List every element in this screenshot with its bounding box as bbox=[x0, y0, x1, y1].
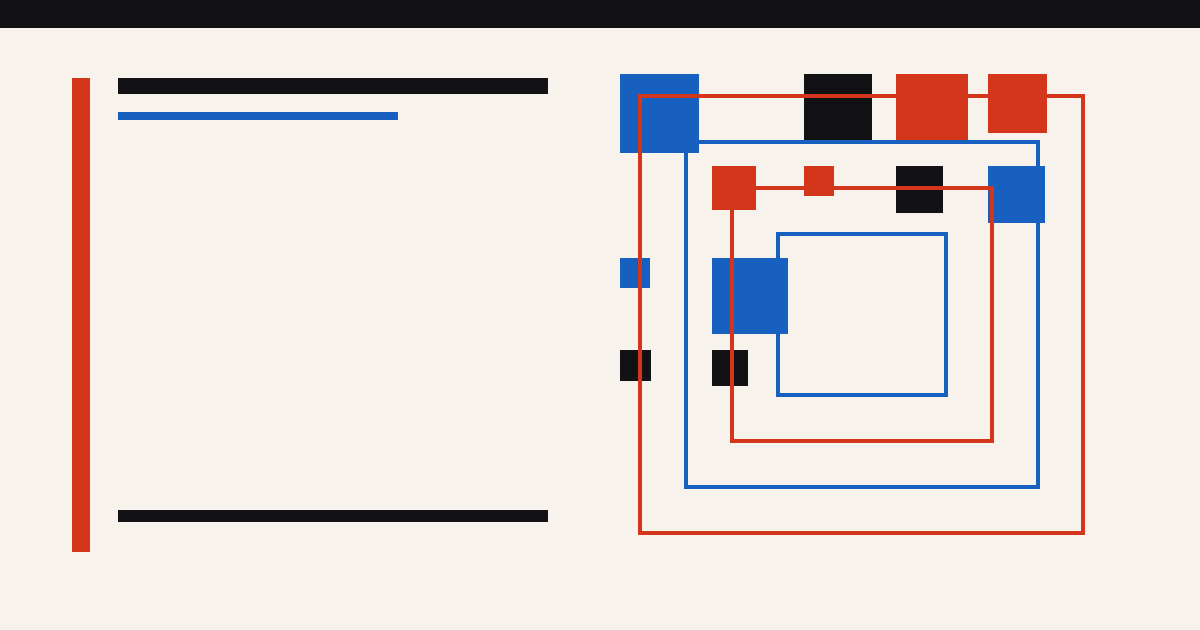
title-rule bbox=[118, 78, 548, 94]
left-accent-stripe bbox=[72, 78, 90, 552]
outline-frame bbox=[776, 232, 948, 397]
outline-frame bbox=[730, 186, 994, 443]
top-bar bbox=[0, 0, 1200, 28]
square-tile bbox=[988, 74, 1047, 133]
square-tile bbox=[804, 74, 872, 140]
subtitle-rule bbox=[118, 112, 398, 120]
square-tile bbox=[620, 350, 651, 381]
square-tile bbox=[988, 166, 1045, 223]
square-tile bbox=[896, 74, 968, 144]
square-tile bbox=[620, 258, 650, 288]
square-tile bbox=[804, 166, 834, 196]
square-tile bbox=[620, 74, 699, 153]
outline-frame bbox=[684, 140, 1040, 489]
square-tile bbox=[712, 258, 788, 334]
outline-frame bbox=[638, 94, 1085, 535]
footer-rule bbox=[118, 510, 548, 522]
